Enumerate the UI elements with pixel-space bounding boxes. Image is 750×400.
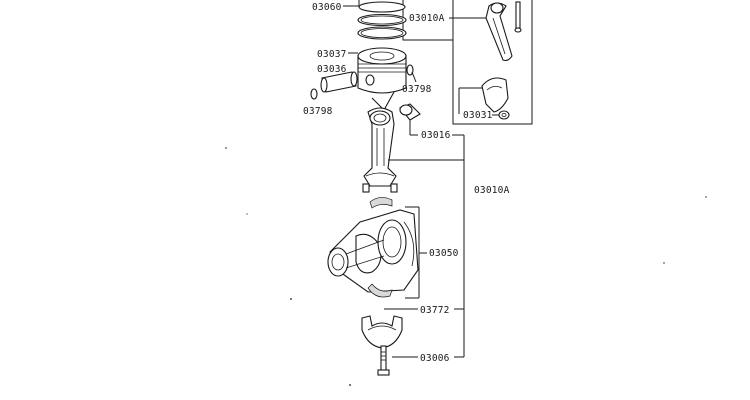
label-bearing-top: 03031 (463, 110, 493, 121)
snap-ring-left (310, 88, 318, 100)
inset-connecting-rod (485, 1, 522, 62)
piston-pin (320, 71, 358, 93)
connecting-rod (362, 107, 398, 193)
label-piston-pin: 03036 (317, 64, 347, 75)
inset-bearing-cap (481, 77, 509, 113)
label-crankshaft: 03050 (429, 248, 459, 259)
label-rings: 03060 (312, 2, 342, 13)
label-snap-ring-right: 03798 (402, 84, 432, 95)
label-bushing: 03016 (421, 130, 451, 141)
snap-ring-right (406, 64, 414, 76)
inset-nut (498, 110, 510, 120)
scan-specks (225, 147, 707, 386)
upper-bearing-shell (369, 197, 393, 209)
label-bearing-lower: 03772 (420, 305, 450, 316)
label-rod-assembly-main: 03010A (474, 185, 510, 196)
rod-cap (361, 315, 403, 349)
piston-rings (357, 1, 407, 40)
piston (357, 47, 407, 111)
label-snap-ring-left: 03798 (303, 106, 333, 117)
rod-bolt (377, 345, 390, 376)
crankshaft (327, 209, 419, 293)
lower-bearing-shell (367, 283, 393, 298)
label-piston: 03037 (317, 49, 347, 60)
label-rod-assembly-top: 03010A (409, 13, 445, 24)
bushing (399, 103, 421, 121)
label-rod-bolt: 03006 (420, 353, 450, 364)
